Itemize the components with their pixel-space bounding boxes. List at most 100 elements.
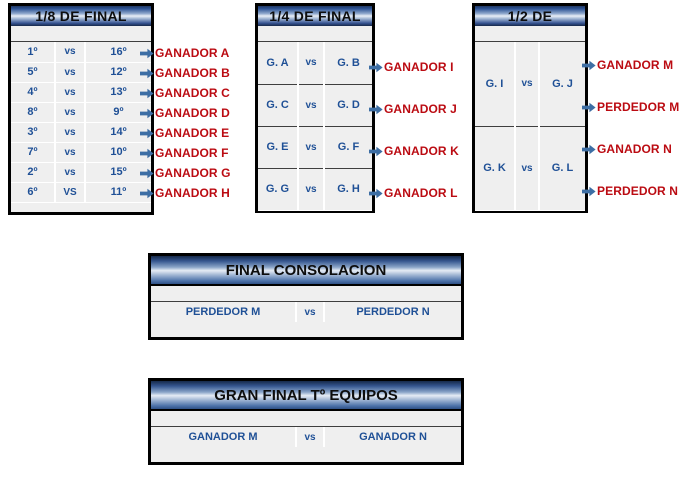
outcome-label: GANADOR K [384,144,459,158]
match-home: 8º [11,102,56,123]
outcome-ganador-l: GANADOR L [369,186,458,200]
outcome-ganador-k: GANADOR K [369,144,459,158]
quarter-finals-title: 1/4 DE FINAL [258,6,372,26]
match-home: G. G [258,168,299,211]
match-home: G. A [258,42,299,85]
arrow-right-icon [369,146,383,156]
match-vs: vs [298,126,325,169]
match-away: G. L [539,126,585,211]
arrow-right-icon [369,188,383,198]
outcome-label: GANADOR B [155,66,230,80]
arrow-right-icon [140,128,154,138]
match-row[interactable]: G. K vs G. L [475,126,585,211]
match-home: 6º [11,182,56,203]
match-away: G. D [324,84,372,127]
gran-final-gap [151,411,461,427]
match-vs: vs [55,42,86,63]
final-consolacion-row[interactable]: PERDEDOR M vs PERDEDOR N [151,302,461,322]
outcome-ganador-e: GANADOR E [140,126,229,140]
match-row[interactable]: 8º vs 9º [11,102,151,123]
round-of-16-spacer [11,26,151,42]
match-home: 2º [11,162,56,183]
outcome-label: GANADOR D [155,106,230,120]
match-home: 5º [11,62,56,83]
arrow-right-icon [140,48,154,58]
match-row[interactable]: G. A vs G. B [258,42,372,85]
semi-finals-spacer [475,26,585,42]
outcome-label: GANADOR I [384,60,454,74]
match-vs: vs [515,42,540,127]
match-row[interactable]: 5º vs 12º [11,62,151,83]
final-home: GANADOR M [151,427,297,447]
bracket-round-of-16: 1/8 DE FINAL 1º vs 16º 5º vs 12º 4º vs 1… [8,3,248,215]
outcome-ganador-f: GANADOR F [140,146,229,160]
arrow-right-icon [140,68,154,78]
match-vs: vs [55,62,86,83]
match-row[interactable]: 6º VS 11º [11,182,151,203]
outcome-label: GANADOR H [155,186,230,200]
final-consolacion-gap [151,286,461,302]
gran-final-box: GRAN FINAL Tº EQUIPOS GANADOR M vs GANAD… [148,378,464,465]
arrow-right-icon [140,148,154,158]
outcome-perdedor-m: PERDEDOR M [582,100,679,114]
arrow-right-icon [369,104,383,114]
match-row[interactable]: 4º vs 13º [11,82,151,103]
match-vs: vs [298,84,325,127]
outcome-ganador-h: GANADOR H [140,186,230,200]
arrow-right-icon [140,108,154,118]
match-away: 15º [85,162,151,183]
match-away: 9º [85,102,151,123]
round-of-16-box: 1/8 DE FINAL 1º vs 16º 5º vs 12º 4º vs 1… [8,3,154,215]
final-consolacion-box: FINAL CONSOLACION PERDEDOR M vs PERDEDOR… [148,253,464,340]
outcome-label: GANADOR G [155,166,231,180]
match-home: 1º [11,42,56,63]
bracket-quarter-finals: 1/4 DE FINAL G. A vs G. B G. C vs G. D G… [255,3,505,213]
match-row[interactable]: G. E vs G. F [258,126,372,169]
arrow-right-icon [582,102,596,112]
quarter-finals-grid: G. A vs G. B G. C vs G. D G. E vs G. F G… [258,42,372,211]
match-away: 10º [85,142,151,163]
outcome-label: PERDEDOR M [597,100,680,114]
gran-final-row[interactable]: GANADOR M vs GANADOR N [151,427,461,447]
match-row[interactable]: G. I vs G. J [475,42,585,127]
match-away: 12º [85,62,151,83]
outcome-ganador-i: GANADOR I [369,60,454,74]
outcome-label: GANADOR E [155,126,230,140]
match-row[interactable]: G. G vs G. H [258,168,372,211]
match-row[interactable]: 2º vs 15º [11,162,151,183]
outcome-ganador-b: GANADOR B [140,66,230,80]
round-of-16-title: 1/8 DE FINAL [11,6,151,26]
outcome-label: GANADOR A [155,46,230,60]
match-away: G. B [324,42,372,85]
round-of-16-grid: 1º vs 16º 5º vs 12º 4º vs 13º 8º vs 9º 3… [11,42,151,203]
match-vs: vs [298,42,325,85]
arrow-right-icon [582,186,596,196]
match-home: G. K [475,126,516,211]
match-row[interactable]: 3º vs 14º [11,122,151,143]
match-home: G. I [475,42,516,127]
match-vs: vs [55,82,86,103]
outcome-ganador-d: GANADOR D [140,106,230,120]
final-away: PERDEDOR N [325,302,461,322]
arrow-right-icon [582,144,596,154]
outcome-label: GANADOR M [597,58,674,72]
match-vs: VS [55,182,86,203]
match-vs: vs [55,142,86,163]
arrow-right-icon [140,88,154,98]
outcome-label: GANADOR C [155,86,230,100]
match-vs: vs [55,162,86,183]
arrow-right-icon [369,62,383,72]
match-vs: vs [55,102,86,123]
match-vs: vs [515,126,540,211]
final-home: PERDEDOR M [151,302,297,322]
match-row[interactable]: 1º vs 16º [11,42,151,63]
match-row[interactable]: G. C vs G. D [258,84,372,127]
quarter-finals-box: 1/4 DE FINAL G. A vs G. B G. C vs G. D G… [255,3,375,213]
match-row[interactable]: 7º vs 10º [11,142,151,163]
match-vs: vs [55,122,86,143]
outcome-ganador-n: GANADOR N [582,142,672,156]
outcome-label: GANADOR J [384,102,457,116]
match-away: G. F [324,126,372,169]
match-away: G. J [539,42,585,127]
outcome-ganador-m: GANADOR M [582,58,673,72]
